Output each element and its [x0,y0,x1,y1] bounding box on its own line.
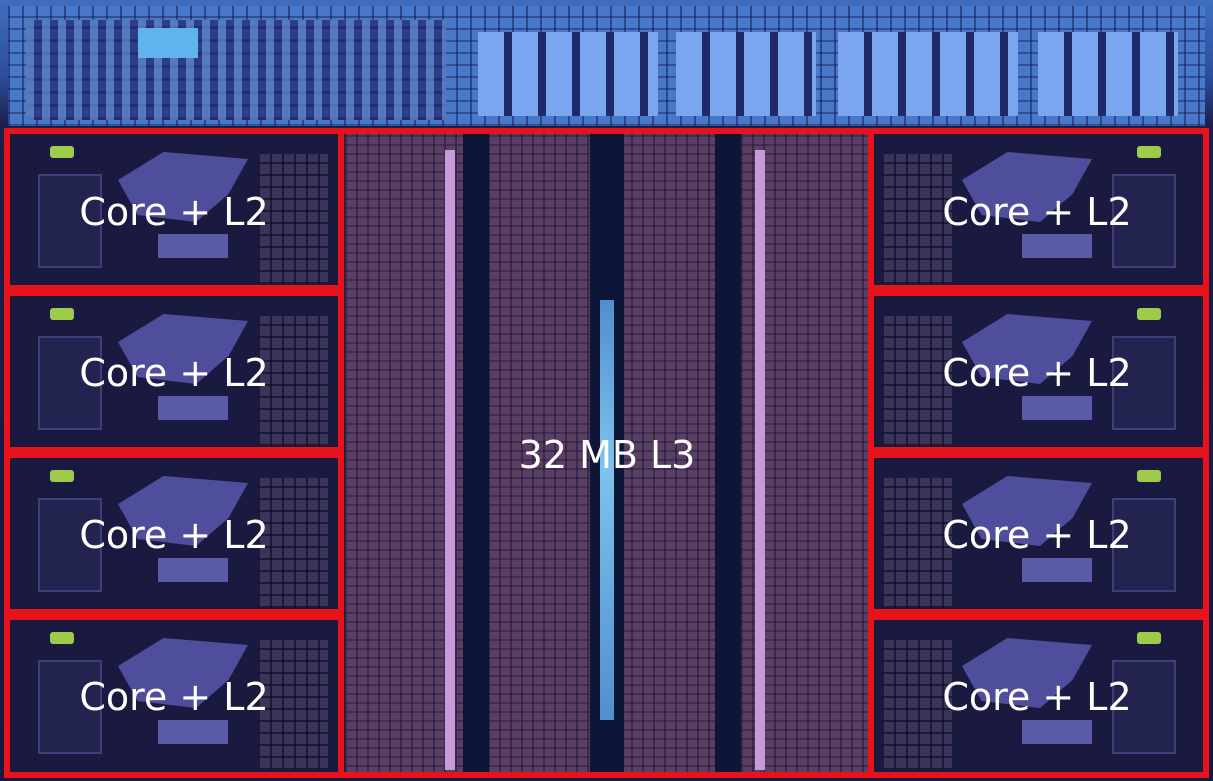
core-label-right-1: Core + L2 [942,190,1132,234]
cache-bus-line [755,150,765,770]
memory-interface-block [478,32,658,116]
l3-label: 32 MB L3 [518,433,696,477]
core-accent-dot [1137,632,1161,644]
memory-interface-block [676,32,816,116]
core-tile-right-2 [872,296,1203,454]
core-label-right-4: Core + L2 [942,675,1132,719]
l2-array [258,640,328,770]
l2-array [882,154,952,284]
core-tile-right-4 [872,620,1203,778]
core-block [1112,660,1176,754]
core-block [38,660,102,754]
l2-array [258,478,328,608]
core-label-right-3: Core + L2 [942,513,1132,557]
cache-bus-line [445,150,455,770]
l2-array [882,478,952,608]
cache-spine [463,130,489,776]
memory-interface-block [838,32,1018,116]
core-accent-dot [50,470,74,482]
l2-array [258,316,328,446]
core-label-left-4: Core + L2 [79,675,269,719]
core-accent-dot [1137,470,1161,482]
core-block [1112,498,1176,592]
core-block [38,336,102,430]
core-block [1022,720,1092,744]
memory-interface-block [1038,32,1178,116]
core-block [1022,396,1092,420]
core-outline-right-3 [868,452,1209,615]
core-accent-dot [50,146,74,158]
core-accent-dot [50,632,74,644]
io-block [26,20,446,120]
core-label-right-2: Core + L2 [942,351,1132,395]
core-tile-left-3 [8,458,339,616]
core-outline-right-2 [868,290,1209,453]
cache-spine-highlight [600,300,614,720]
l2-array [882,640,952,770]
core-block [158,720,228,744]
core-outline-right-1 [868,128,1209,291]
core-block [158,558,228,582]
core-tile-left-2 [8,296,339,454]
core-accent-dot [1137,308,1161,320]
core-block [1022,234,1092,258]
core-label-left-3: Core + L2 [79,513,269,557]
core-tile-left-4 [8,620,339,778]
core-label-left-2: Core + L2 [79,351,269,395]
l3-cache-region [345,130,870,776]
core-block [38,498,102,592]
core-block [38,174,102,268]
uncore-region [8,6,1205,126]
io-accent-block [138,28,198,58]
core-tile-right-3 [872,458,1203,616]
core-label-left-1: Core + L2 [79,190,269,234]
core-block [158,396,228,420]
core-block [158,234,228,258]
l2-array [258,154,328,284]
core-tile-right-1 [872,134,1203,292]
l2-array [882,316,952,446]
core-accent-dot [1137,146,1161,158]
core-tile-left-1 [8,134,339,292]
core-block [1112,336,1176,430]
core-block [1022,558,1092,582]
cache-spine [715,130,741,776]
core-outline-right-4 [868,614,1209,778]
core-block [1112,174,1176,268]
core-accent-dot [50,308,74,320]
